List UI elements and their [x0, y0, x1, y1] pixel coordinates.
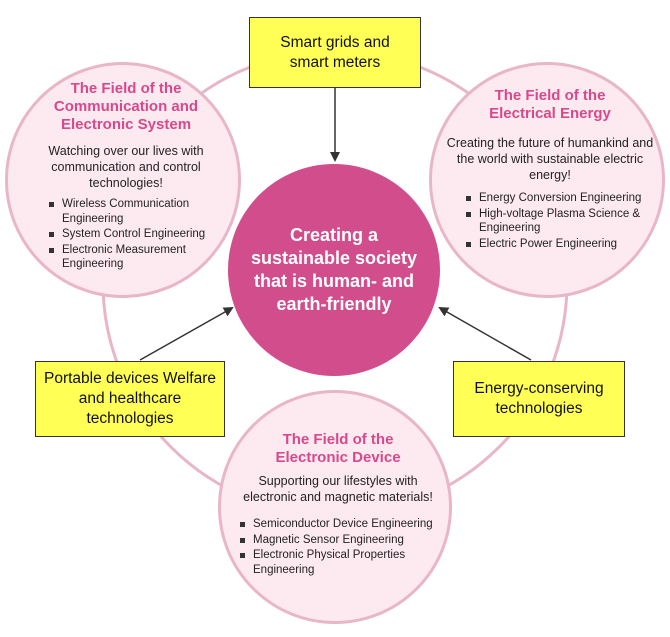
list-item: Electronic Measurement Engineering — [48, 243, 226, 272]
field-electrical-energy-description: Creating the future of humankind and the… — [446, 136, 654, 182]
box-portable-devices-label: Portable devices Welfare and healthcare … — [43, 370, 217, 427]
field-electrical-energy-list: Energy Conversion Engineering High-volta… — [465, 191, 655, 252]
list-item: Semiconductor Device Engineering — [239, 517, 449, 532]
box-smart-grids-label: Smart grids and smart meters — [280, 33, 390, 71]
field-communication-list: Wireless Communication Engineering Syste… — [48, 197, 226, 273]
list-item: High-voltage Plasma Science & Engineerin… — [465, 207, 655, 236]
box-energy-conserving-label: Energy-conserving technologies — [474, 380, 604, 417]
center-text: Creating a sustainable society that is h… — [250, 225, 418, 314]
box-energy-conserving: Energy-conserving technologies — [453, 361, 625, 437]
arrow-left-to-center — [139, 307, 234, 361]
field-electrical-energy-title: The Field of the Electrical Energy — [489, 87, 611, 122]
field-electronic-device-list: Semiconductor Device Engineering Magneti… — [239, 517, 449, 578]
center-circle: Creating a sustainable society that is h… — [228, 164, 440, 376]
field-communication-description: Watching over our lives with communicati… — [48, 144, 204, 190]
arrow-right-to-center — [438, 307, 532, 361]
field-communication-title: The Field of the Communication and Elect… — [53, 80, 199, 133]
field-communication: The Field of the Communication and Elect… — [5, 62, 241, 298]
list-item: Energy Conversion Engineering — [465, 191, 655, 206]
field-electronic-device-title: The Field of the Electronic Device — [275, 431, 401, 466]
box-smart-grids: Smart grids and smart meters — [249, 17, 421, 88]
list-item: Magnetic Sensor Engineering — [239, 533, 449, 548]
list-item: Electronic Physical Properties Engineeri… — [239, 548, 449, 577]
field-electrical-energy: The Field of the Electrical Energy Creat… — [429, 62, 665, 298]
box-portable-devices: Portable devices Welfare and healthcare … — [35, 361, 225, 437]
field-electronic-device: The Field of the Electronic Device Suppo… — [218, 390, 452, 624]
list-item: System Control Engineering — [48, 227, 226, 242]
field-electronic-device-description: Supporting our lifestyles with electroni… — [243, 474, 433, 504]
list-item: Wireless Communication Engineering — [48, 197, 226, 226]
list-item: Electric Power Engineering — [465, 237, 655, 252]
